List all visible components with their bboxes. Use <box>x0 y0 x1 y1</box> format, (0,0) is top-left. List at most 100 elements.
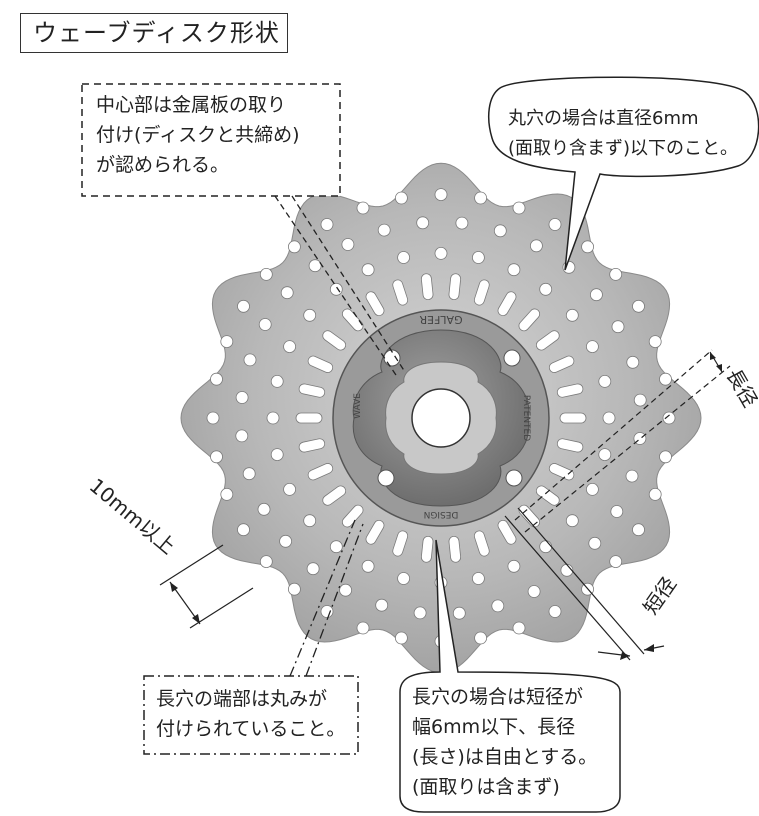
slot-hole <box>298 383 326 398</box>
slot-hole <box>420 535 434 563</box>
round-hole <box>474 191 488 205</box>
short-dia-ext-1 <box>504 515 631 661</box>
round-hole <box>270 374 284 388</box>
slot-hole <box>448 273 462 301</box>
round-hole <box>329 282 343 296</box>
round-hole <box>434 246 448 260</box>
slot-hole <box>556 383 584 398</box>
long-dia-arrow-1 <box>710 352 716 360</box>
slot-hole <box>559 412 587 424</box>
slot-bubble <box>399 539 621 813</box>
bolt-hole-2 <box>503 349 521 367</box>
round-hole <box>602 411 616 425</box>
center-note-box <box>81 83 341 197</box>
round-hole <box>356 621 370 635</box>
round-hole-note: 丸穴の場合は直径6mm (面取り含まず)以下のこと。 <box>508 104 738 164</box>
round-hole <box>586 340 599 354</box>
center-note-line-1: 中心部は金属板の取り <box>96 94 287 116</box>
slot-end-leader-1 <box>289 519 356 677</box>
slot-hole <box>535 485 560 506</box>
slot-hole <box>341 504 364 528</box>
marking-brand: GALFER <box>419 313 462 326</box>
center-leader-2 <box>291 195 406 373</box>
bolt-hole-3 <box>377 469 395 487</box>
round-hole <box>259 555 273 568</box>
edge-distance-label: 10mm以上 <box>85 473 180 559</box>
round-hole <box>609 555 623 568</box>
slot-end-leader-2 <box>305 523 364 677</box>
diagram-title: ウェーブディスク形状 <box>20 13 288 53</box>
round-hole <box>474 631 488 645</box>
marking-wave: WAVE <box>353 393 363 419</box>
long-dia-ext-2 <box>524 365 731 533</box>
round-hole <box>539 540 553 554</box>
round-hole <box>329 540 343 554</box>
slot-note-line-4: (面取りは含まず) <box>412 776 560 798</box>
round-hole <box>206 411 220 425</box>
slot-end-box <box>143 675 359 755</box>
round-hole <box>416 216 430 230</box>
round-hole <box>377 223 391 237</box>
round-hole <box>598 448 612 462</box>
round-hole <box>659 450 672 464</box>
disc-holes <box>206 188 676 648</box>
round-hole <box>287 240 301 254</box>
round-hole <box>306 562 320 576</box>
round-hole <box>581 240 594 254</box>
round-hole <box>527 585 541 598</box>
round-hole <box>455 216 469 230</box>
round-hole-note-line-1: 丸穴の場合は直径6mm <box>508 108 699 129</box>
round-hole <box>632 299 645 313</box>
round-hole <box>266 411 280 425</box>
round-hole <box>626 355 640 369</box>
round-hole <box>565 514 579 528</box>
short-dia-label: 短径 <box>638 572 681 619</box>
round-hole <box>394 631 408 645</box>
slot-hole <box>392 530 409 557</box>
slot-hole <box>448 535 462 563</box>
round-hole <box>361 559 375 573</box>
round-hole <box>471 251 485 264</box>
edge-arrow-2 <box>192 614 200 624</box>
round-hole <box>648 487 662 501</box>
round-hole <box>308 259 322 273</box>
center-note-line-2: 付け(ディスクと共締め) <box>96 124 300 146</box>
long-dia-arrow-2 <box>716 364 722 372</box>
slot-hole <box>307 463 334 481</box>
slot-hole <box>473 279 490 306</box>
round-hole <box>320 218 334 231</box>
slot-hole <box>322 485 347 506</box>
round-hole-note-line-2: (面取り含まず)以下のこと。 <box>508 138 739 159</box>
round-hole <box>237 299 250 313</box>
slot-note: 長穴の場合は短径が 幅6mm以下、長径 (長さ)は自由とする。 (面取りは含まず… <box>412 682 597 802</box>
round-hole <box>491 599 505 613</box>
round-hole <box>303 308 317 322</box>
slot-hole <box>298 438 326 453</box>
slot-note-line-1: 長穴の場合は短径が <box>412 686 584 708</box>
long-dia-label: 長径 <box>722 365 759 412</box>
round-hole <box>633 393 647 407</box>
round-hole <box>280 286 294 300</box>
slot-hole <box>497 291 517 317</box>
round-hole <box>512 201 526 215</box>
round-hole <box>210 450 223 464</box>
round-hole <box>609 267 623 281</box>
slot-hole <box>548 463 575 481</box>
round-hole <box>507 263 521 277</box>
round-hole <box>588 536 602 550</box>
slot-hole <box>556 438 584 453</box>
edge-arrow-1 <box>170 582 178 592</box>
round-hole <box>341 238 355 251</box>
round-hole <box>413 606 427 620</box>
round-hole <box>375 598 389 612</box>
round-hole <box>235 429 249 443</box>
round-hole <box>243 353 257 367</box>
slot-hole <box>518 308 541 332</box>
round-hole <box>220 487 234 501</box>
round-hole <box>565 308 579 322</box>
round-hole <box>586 482 599 496</box>
slot-hole <box>473 530 490 557</box>
round-hole <box>493 224 507 238</box>
round-hole <box>471 572 485 585</box>
